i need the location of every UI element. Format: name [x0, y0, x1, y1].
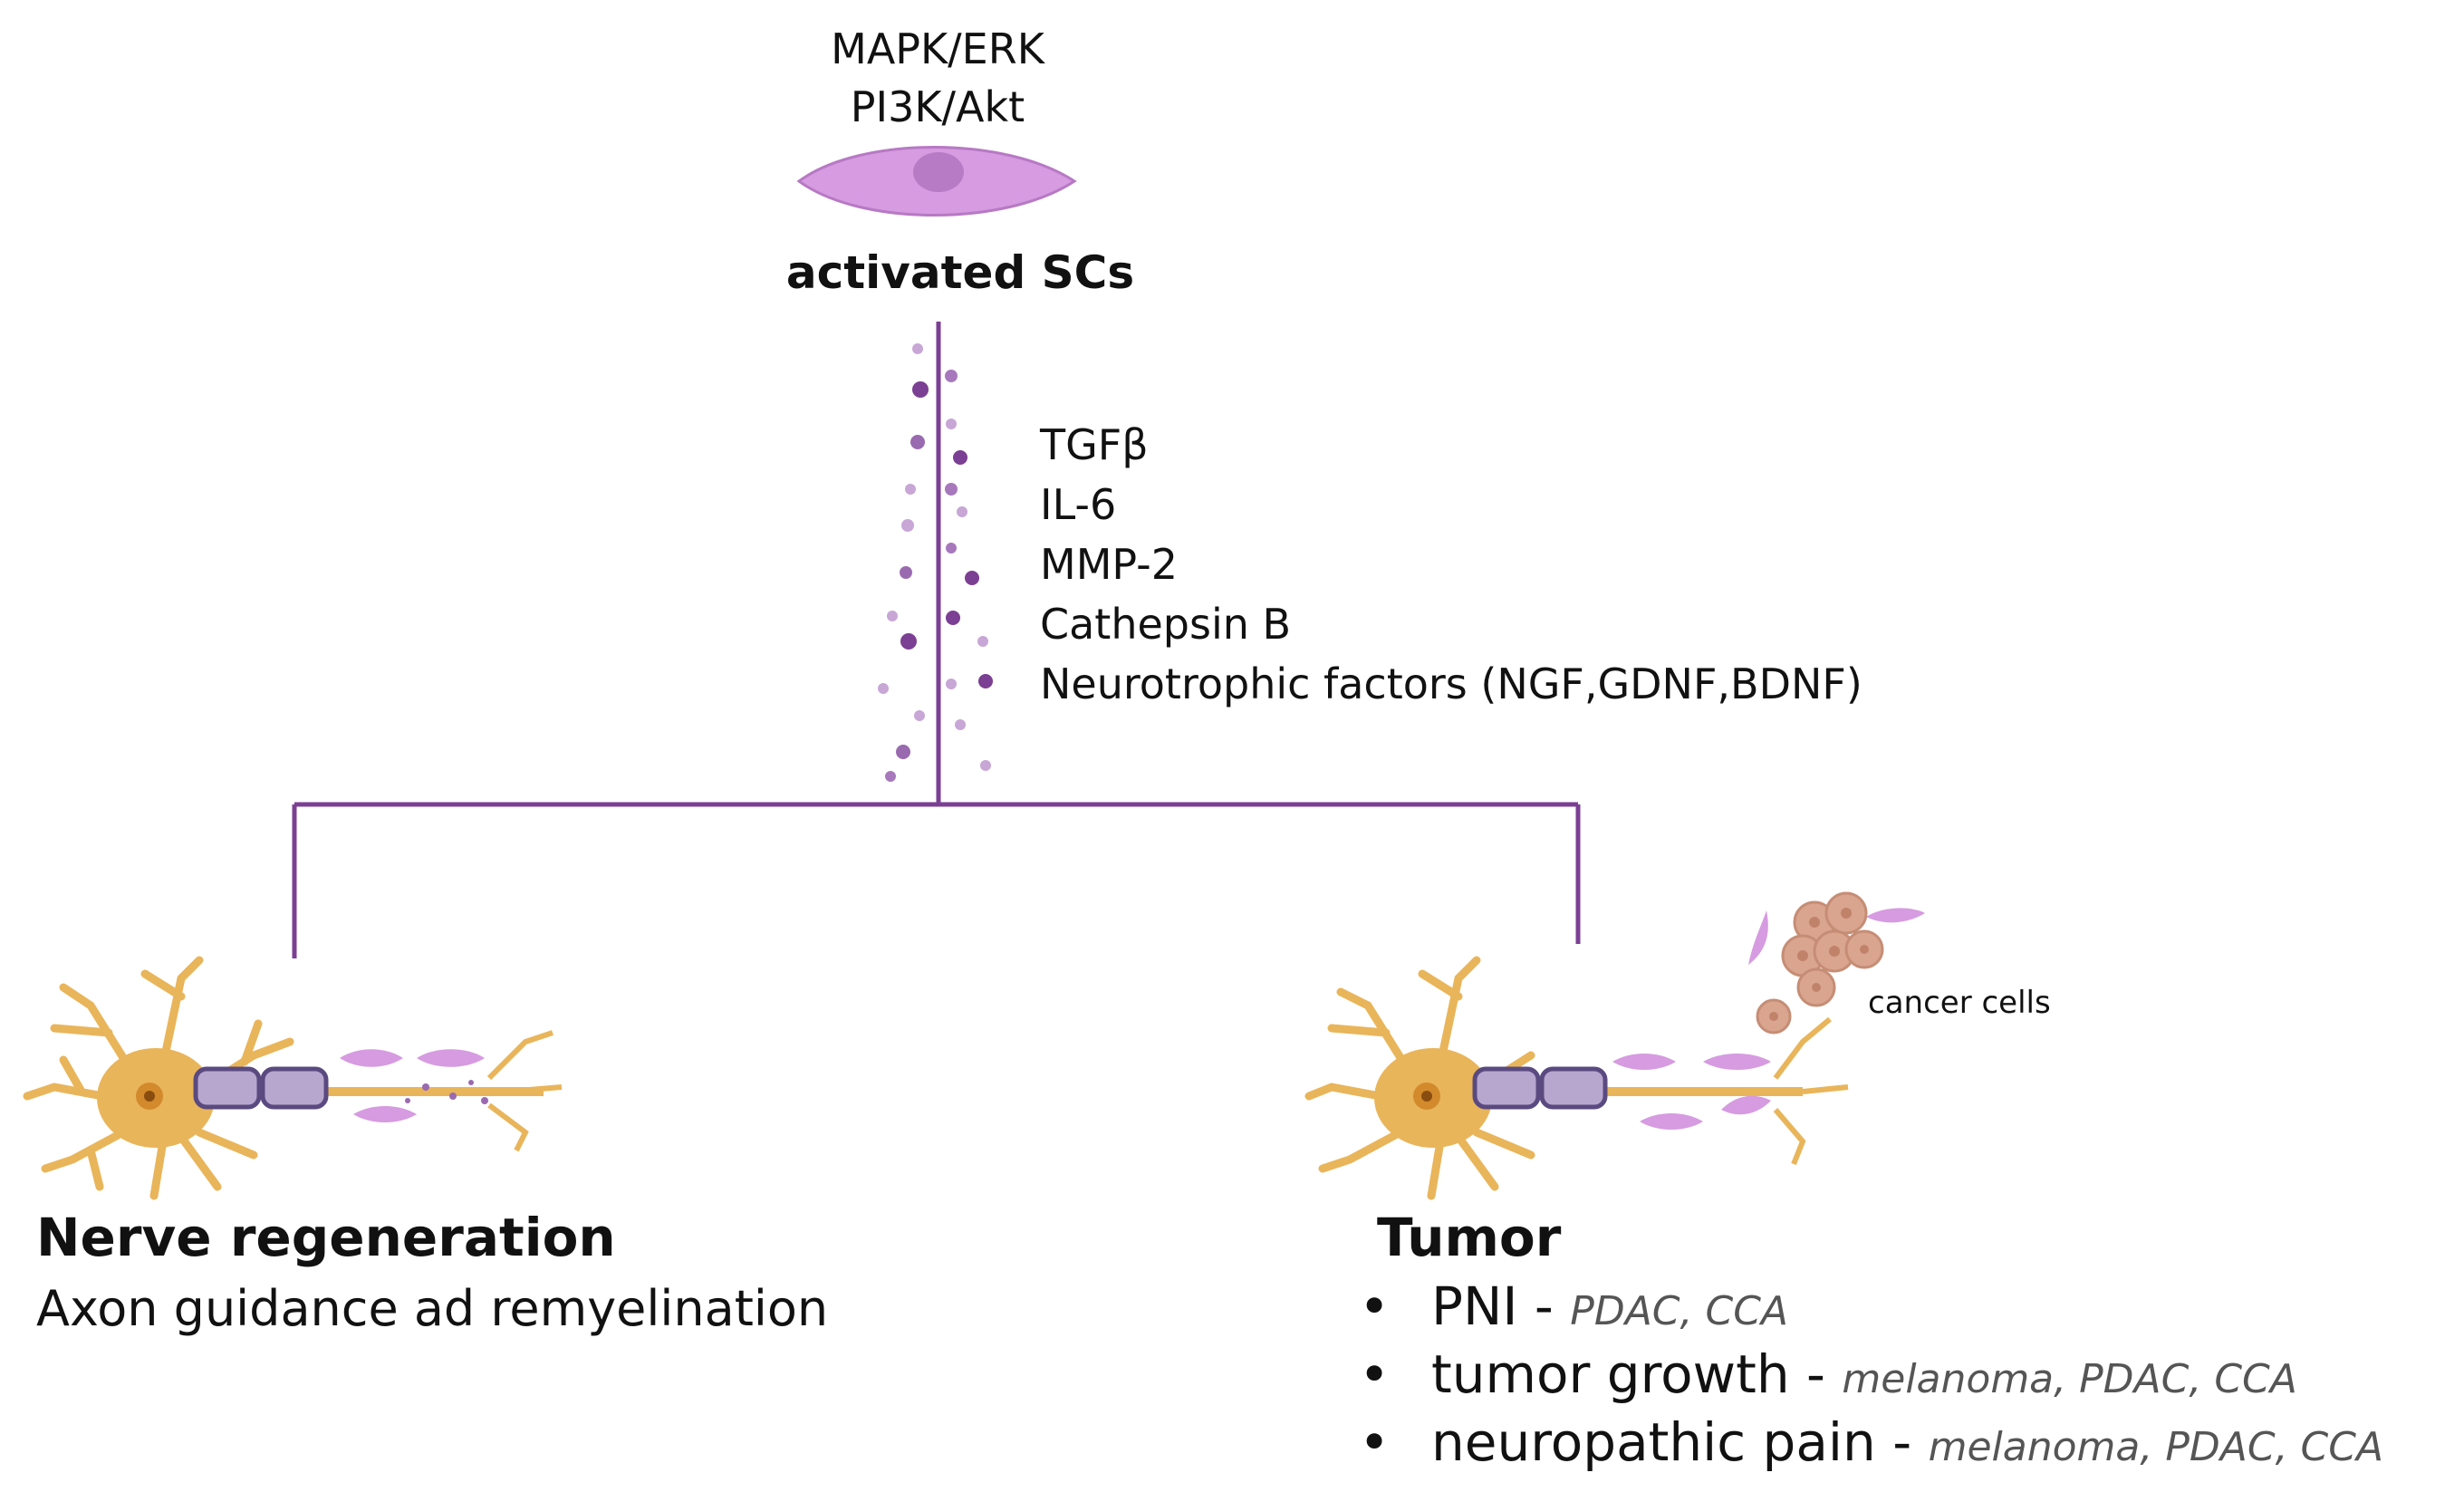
- effect-models: melanoma, PDAC, CCA: [1928, 1424, 2384, 1470]
- effect-separator: -: [1875, 1411, 1929, 1473]
- connector-lines: [292, 322, 1581, 958]
- nerve-regeneration-title: Nerve regeneration: [36, 1207, 616, 1268]
- factor-item: IL-6: [1040, 480, 1117, 529]
- neuron-regeneration-icon: [23, 956, 563, 1200]
- factor-item: MMP-2: [1040, 540, 1178, 589]
- bullet-icon: •: [1359, 1275, 1391, 1337]
- factor-item: Neurotrophic factors (NGF,GDNF,BDNF): [1040, 659, 1862, 708]
- effect-models: PDAC, CCA: [1570, 1288, 1789, 1334]
- pathway-label-1: MAPK/ERK: [831, 24, 1044, 73]
- tumor-title: Tumor: [1377, 1207, 1562, 1268]
- cancer-cells-label: cancer cells: [1868, 985, 2051, 1021]
- activated-sc-label: activated SCs: [785, 246, 1135, 299]
- effect-name: tumor growth: [1431, 1343, 1790, 1405]
- factor-item: TGFβ: [1040, 420, 1149, 469]
- effect-models: melanoma, PDAC, CCA: [1842, 1356, 2297, 1402]
- list-item: • tumor growth - melanoma, PDAC, CCA: [1359, 1341, 2383, 1409]
- activated-schwann-cell-icon: [796, 146, 1077, 217]
- factor-item: Cathepsin B: [1040, 600, 1292, 649]
- list-item: • neuropathic pain - melanoma, PDAC, CCA: [1359, 1409, 2384, 1477]
- secreted-factors-list: TGFβ IL-6 MMP-2 Cathepsin B Neurotrophic…: [1040, 415, 1862, 714]
- secreted-factor-dots: [878, 343, 993, 782]
- neuron-tumor-icon: [1304, 891, 1925, 1200]
- bullet-icon: •: [1359, 1343, 1391, 1405]
- nerve-regeneration-subtitle: Axon guidance ad remyelination: [36, 1280, 829, 1337]
- effect-name: PNI: [1431, 1275, 1518, 1337]
- list-item: • PNI - PDAC, CCA: [1359, 1273, 2383, 1341]
- effect-separator: -: [1789, 1343, 1843, 1405]
- pathway-label-2: PI3K/Akt: [850, 82, 1025, 131]
- effect-separator: -: [1517, 1275, 1571, 1337]
- bullet-icon: •: [1359, 1411, 1391, 1473]
- effect-name: neuropathic pain: [1431, 1411, 1876, 1473]
- tumor-effects-list: • PNI - PDAC, CCA • tumor growth - melan…: [1359, 1273, 2384, 1477]
